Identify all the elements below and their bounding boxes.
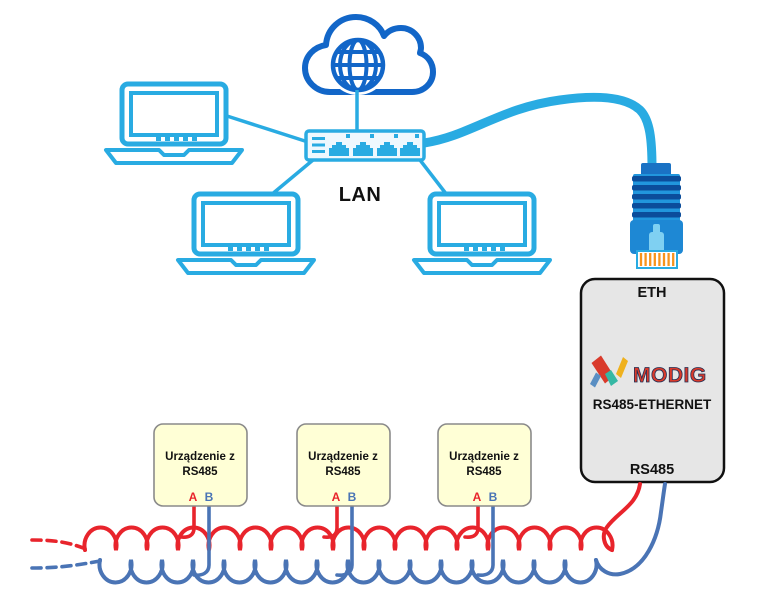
- laptop2-switch-link: [269, 158, 315, 197]
- bus-red-dashed-end: [30, 538, 88, 551]
- device2-terminal-a: A: [332, 490, 341, 504]
- device1-terminal-a: A: [189, 490, 198, 504]
- device2-terminal-b: B: [348, 490, 357, 504]
- gateway-model-label: RS485-ETHERNET: [593, 397, 712, 412]
- ethernet-cable: [419, 92, 657, 173]
- bus-red-wire: [82, 525, 615, 552]
- laptop-icon-2: [178, 194, 314, 273]
- globe-icon: [328, 35, 388, 95]
- bus-blue-dashed-end: [30, 559, 102, 570]
- device3-terminal-a: A: [473, 490, 482, 504]
- switch-icon: [304, 129, 426, 162]
- laptop1-switch-link: [226, 114, 309, 144]
- rs485-device-1: Urządzenie z RS485 A B: [153, 423, 248, 577]
- rs485-port-label: RS485: [630, 462, 674, 478]
- modig-logo-icon: [590, 355, 628, 388]
- laptop3-switch-link: [418, 158, 449, 197]
- gateway-a-wire: [601, 482, 642, 552]
- eth-port-label: ETH: [638, 285, 667, 301]
- device2-label-line2: RS485: [325, 466, 361, 478]
- laptop-icon-1: [106, 84, 242, 163]
- bus-blue-wire: [97, 558, 599, 585]
- device2-label-line1: Urządzenie z: [308, 451, 378, 463]
- twisted-pair-cable: [30, 482, 667, 585]
- device3-terminal-b: B: [489, 490, 498, 504]
- rs485-device-2: Urządzenie z RS485 A B: [296, 423, 391, 577]
- device3-label-line2: RS485: [466, 466, 502, 478]
- device1-terminal-b: B: [205, 490, 214, 504]
- rj45-connector-icon: [630, 163, 683, 269]
- device1-label-line2: RS485: [182, 466, 218, 478]
- gateway-device: ETH MODIG RS485-ETHERNET RS485: [579, 277, 726, 484]
- gateway-b-wire: [594, 482, 667, 577]
- lan-label: LAN: [339, 184, 382, 206]
- device3-label-line1: Urządzenie z: [449, 451, 519, 463]
- cloud-globe-icon: [302, 14, 436, 95]
- rs485-device-3: Urządzenie z RS485 A B: [437, 423, 532, 577]
- modig-brand-label: MODIG: [633, 364, 707, 387]
- device1-label-line1: Urządzenie z: [165, 451, 235, 463]
- laptop-icon-3: [414, 194, 550, 273]
